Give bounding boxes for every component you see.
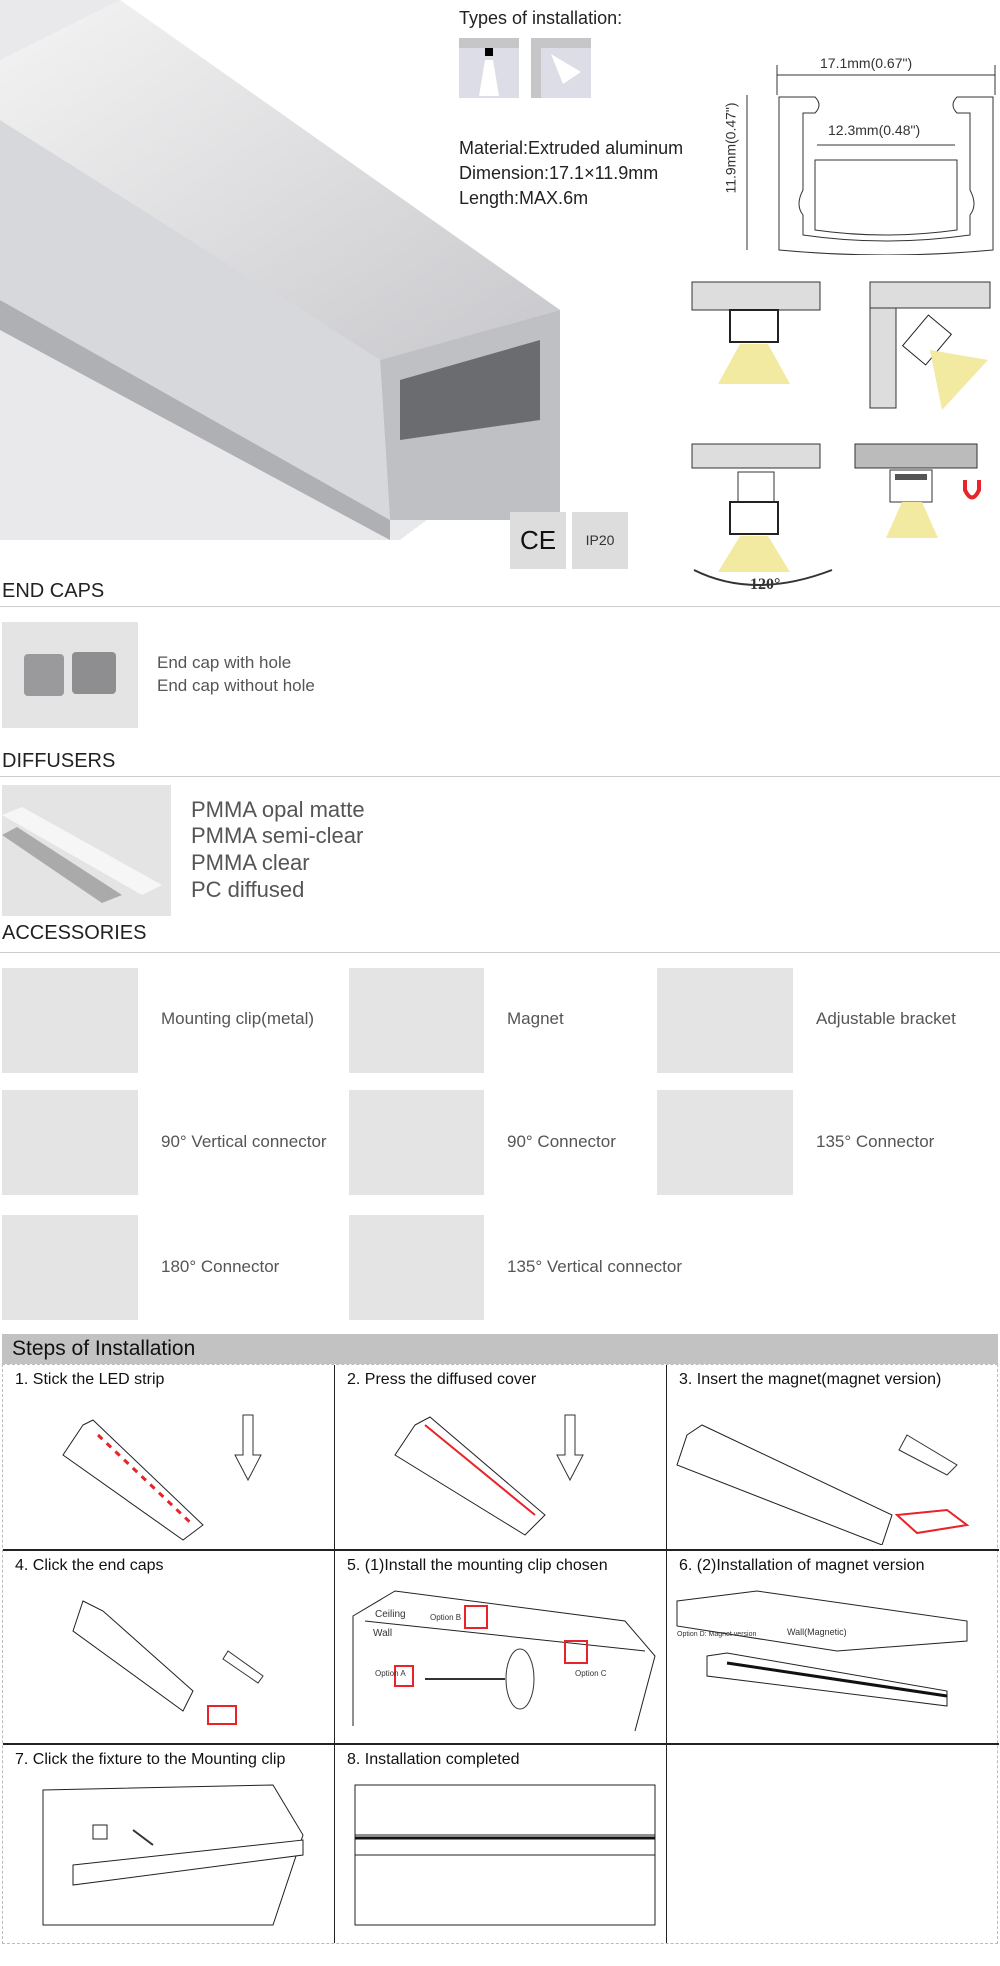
accessories-heading: ACCESSORIES bbox=[2, 922, 147, 944]
step-7-drawing bbox=[42, 1784, 304, 1926]
spec-list: Material:Extruded aluminum Dimension:17.… bbox=[459, 136, 683, 211]
accessory-label: Magnet bbox=[507, 1009, 564, 1028]
profile-product-image bbox=[0, 0, 560, 540]
diffuser-clear: PMMA clear bbox=[191, 850, 310, 875]
end-cap-image bbox=[2, 622, 138, 728]
install-types-title: Types of installation: bbox=[459, 8, 623, 28]
step-5: 5. (1)Install the mounting clip chosen C… bbox=[335, 1551, 667, 1745]
spec-length: Length:MAX.6m bbox=[459, 188, 589, 208]
spec-material: Material:Extruded aluminum bbox=[459, 138, 684, 158]
divider bbox=[0, 952, 1000, 953]
diffuser-pc-diffused: PC diffused bbox=[191, 877, 305, 902]
ip20-rating: IP20 bbox=[572, 512, 628, 569]
beam-angle-label: 120° bbox=[750, 576, 781, 593]
ceiling-label: Ceiling bbox=[375, 1609, 406, 1620]
option-b-label: Option B bbox=[430, 1613, 462, 1622]
accessory-label: 135° Vertical connector bbox=[507, 1257, 683, 1276]
diffusers-heading: DIFFUSERS bbox=[2, 750, 116, 772]
end-cap-without-hole: End cap without hole bbox=[157, 676, 315, 695]
vertical-135-connector-image bbox=[349, 1215, 484, 1320]
step-1: 1. Stick the LED strip bbox=[3, 1365, 335, 1551]
step-1-drawing bbox=[62, 1414, 262, 1541]
step-4: 4. Click the end caps bbox=[3, 1551, 335, 1745]
end-cap-with-hole: End cap with hole bbox=[157, 653, 292, 672]
divider bbox=[0, 606, 1000, 607]
ce-mark: CE bbox=[510, 512, 566, 569]
option-c-label: Option C bbox=[575, 1669, 607, 1678]
step-8: 8. Installation completed bbox=[335, 1745, 667, 1943]
step-2-drawing bbox=[394, 1414, 584, 1536]
wall-magnetic-label: Wall(Magnetic) bbox=[787, 1627, 847, 1637]
diffuser-semi-clear: PMMA semi-clear bbox=[191, 823, 364, 848]
accessory-label: 135° Connector bbox=[816, 1132, 935, 1151]
step-5-drawing bbox=[352, 1590, 656, 1732]
wall-label: Wall bbox=[373, 1628, 393, 1639]
diffusers-image bbox=[2, 785, 171, 916]
vertical-90-connector-image bbox=[2, 1090, 138, 1195]
diffuser-opal-matte: PMMA opal matte bbox=[191, 797, 365, 822]
step-6-drawing bbox=[676, 1590, 968, 1707]
step-2: 2. Press the diffused cover bbox=[335, 1365, 667, 1551]
steps-heading: Steps of Installation bbox=[2, 1334, 998, 1364]
connector-90-image bbox=[349, 1090, 484, 1195]
option-d-label: Option D: Magnet version bbox=[677, 1631, 757, 1638]
end-caps-heading: END CAPS bbox=[2, 580, 105, 602]
accessory-label: 90° Vertical connector bbox=[161, 1132, 327, 1151]
accessory-label: 180° Connector bbox=[161, 1257, 280, 1276]
inner-width-dimension-label: 12.3mm(0.48") bbox=[828, 122, 921, 138]
option-a-label: Option A bbox=[375, 1669, 406, 1678]
width-dimension-label: 17.1mm(0.67") bbox=[820, 55, 913, 71]
ceiling-install-icon bbox=[459, 38, 519, 98]
accessory-label: Mounting clip(metal) bbox=[161, 1009, 315, 1028]
magnet-image bbox=[349, 968, 484, 1073]
divider bbox=[0, 776, 1000, 777]
height-dimension-label: 11.9mm(0.47") bbox=[722, 102, 739, 194]
mounting-diagrams bbox=[691, 281, 991, 586]
mounting-clip-image bbox=[2, 968, 138, 1073]
step-3-drawing bbox=[676, 1424, 970, 1545]
accessory-label: Adjustable bracket bbox=[816, 1009, 956, 1028]
step-7: 7. Click the fixture to the Mounting cli… bbox=[3, 1745, 335, 1943]
step-3: 3. Insert the magnet(magnet version) bbox=[667, 1365, 999, 1551]
adjustable-bracket-image bbox=[657, 968, 793, 1073]
spec-dimension: Dimension:17.1×11.9mm bbox=[459, 163, 659, 183]
corner-install-icon bbox=[531, 38, 591, 98]
connector-135-image bbox=[657, 1090, 793, 1195]
steps-grid: 1. Stick the LED strip 2. Press the diff… bbox=[2, 1364, 999, 1944]
step-8-drawing bbox=[354, 1784, 656, 1926]
step-6: 6. (2)Installation of magnet version Opt… bbox=[667, 1551, 999, 1745]
accessory-label: 90° Connector bbox=[507, 1132, 616, 1151]
step-4-drawing bbox=[72, 1600, 264, 1725]
connector-180-image bbox=[2, 1215, 138, 1320]
profile-dimension-drawing bbox=[746, 65, 996, 255]
